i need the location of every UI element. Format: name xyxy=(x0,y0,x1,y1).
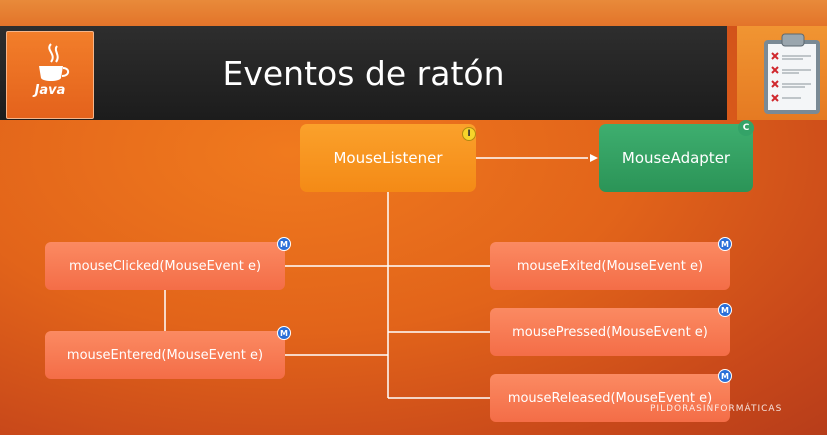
mouse-clicked-label: mouseClicked(MouseEvent e) xyxy=(68,258,262,274)
arrow-head xyxy=(590,154,598,162)
mouse-pressed-label: mousePressed(MouseEvent e) xyxy=(512,324,708,340)
clipboard-icon xyxy=(764,33,820,114)
mouse-released-node: mouseReleased(MouseEvent e) xyxy=(490,374,730,422)
method-badge-icon: M xyxy=(718,303,732,317)
mouse-exited-node: mouseExited(MouseEvent e) xyxy=(490,242,730,290)
class-badge-icon: C xyxy=(738,120,754,136)
mouse-clicked-node: mouseClicked(MouseEvent e) xyxy=(45,242,285,290)
logo-text: Java xyxy=(34,83,66,98)
interface-badge-icon: I xyxy=(462,127,476,141)
top-strip xyxy=(0,0,827,26)
title-bar xyxy=(0,26,727,120)
mouse-adapter-label: MouseAdapter xyxy=(621,149,731,167)
watermark: PILDORASINFORMÁTICAS xyxy=(650,404,783,414)
method-badge-icon: M xyxy=(277,237,291,251)
method-badge-icon: M xyxy=(718,237,732,251)
mouse-exited-label: mouseExited(MouseEvent e) xyxy=(516,258,704,274)
java-logo: Java xyxy=(6,31,94,119)
method-badge-icon: M xyxy=(277,326,291,340)
mouse-listener-node: MouseListener xyxy=(300,124,476,192)
mouse-adapter-node: MouseAdapter xyxy=(599,124,753,192)
coffee-cup-icon xyxy=(39,43,70,81)
mouse-released-label: mouseReleased(MouseEvent e) xyxy=(507,390,713,406)
slide-title: Eventos de ratón xyxy=(222,53,505,93)
mouse-listener-label: MouseListener xyxy=(333,149,443,167)
mouse-entered-node: mouseEntered(MouseEvent e) xyxy=(45,331,285,379)
method-badge-icon: M xyxy=(718,369,732,383)
mouse-pressed-node: mousePressed(MouseEvent e) xyxy=(490,308,730,356)
clipboard-panel xyxy=(737,26,827,120)
mouse-entered-label: mouseEntered(MouseEvent e) xyxy=(66,347,264,363)
